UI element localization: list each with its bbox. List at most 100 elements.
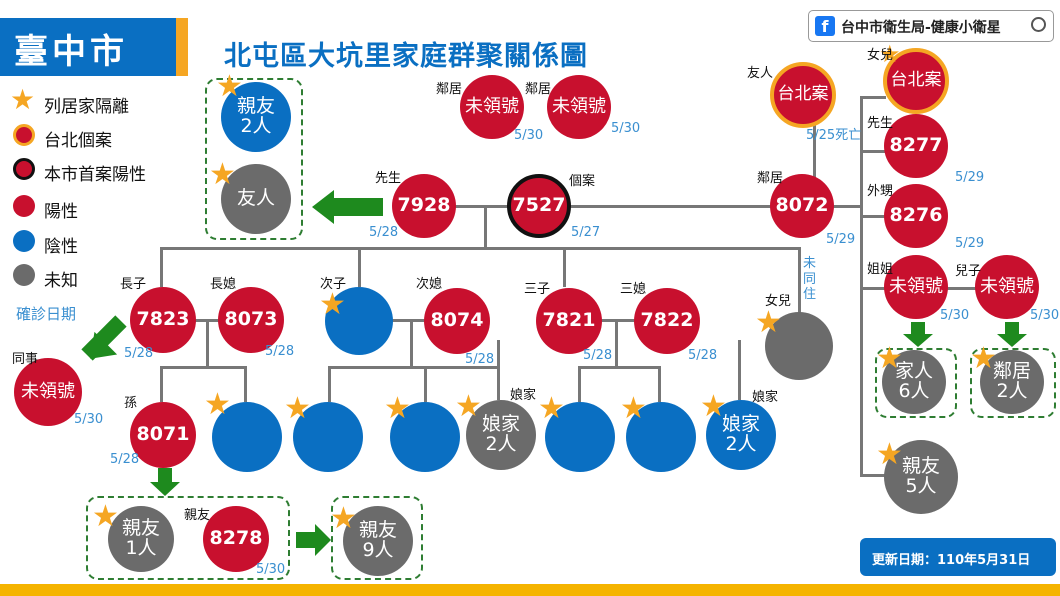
node-text: 親友 — [236, 95, 275, 118]
bottom-bar — [0, 584, 1060, 596]
node-text: 8074 — [430, 309, 484, 332]
node-unnumbered: 未領號 — [975, 255, 1039, 319]
facebook-icon: f — [815, 16, 835, 36]
node-unnumbered: 未領號 — [460, 75, 524, 139]
facebook-badge[interactable]: f 台中市衛生局-健康小衛星 — [808, 10, 1054, 42]
star-icon: ★ — [876, 437, 903, 472]
connector — [798, 247, 801, 313]
label: 姐姐 — [867, 262, 894, 277]
label: 娘家 — [752, 390, 779, 405]
label: 個案 — [569, 174, 596, 189]
node-text: 親友 — [358, 519, 397, 542]
group-friends-7928 — [205, 78, 303, 240]
star-icon: ★ — [970, 341, 997, 376]
connector — [186, 319, 221, 322]
node-text: 1人 — [125, 537, 157, 559]
node-text: 7527 — [512, 194, 566, 217]
star-icon: ★ — [319, 287, 346, 322]
group-friends-8071 — [86, 496, 290, 580]
star-icon: ★ — [216, 69, 243, 104]
date: 5/29 — [826, 232, 856, 247]
city-title: 臺中市 — [14, 32, 128, 72]
connector — [455, 205, 840, 208]
arrow-down-head — [150, 482, 180, 496]
date: 5/30 — [256, 562, 286, 577]
node-text: 7821 — [542, 309, 596, 332]
arrow-down-head — [997, 334, 1027, 347]
search-icon[interactable] — [1031, 17, 1046, 32]
date: 5/27 — [571, 225, 601, 240]
legend-label: 本市首案陽性 — [44, 165, 146, 185]
connector — [860, 150, 886, 153]
connector — [160, 366, 163, 402]
connector — [424, 366, 427, 402]
connector — [860, 96, 863, 476]
node-text: 8071 — [136, 423, 190, 446]
date: 5/28 — [110, 452, 140, 467]
node-grandchild — [293, 402, 363, 472]
node-maternal2: 娘家 2人 — [466, 400, 536, 470]
star-icon: ★ — [284, 391, 311, 426]
label: 次媳 — [416, 277, 443, 292]
star-icon: ★ — [538, 391, 565, 426]
connector — [578, 366, 660, 369]
arrow-shaft — [333, 198, 383, 216]
node-8071: 8071 — [130, 402, 196, 468]
node-unnumbered: 未領號 — [547, 75, 611, 139]
date: 5/30 — [74, 412, 104, 427]
arrow-right-icon — [296, 532, 316, 548]
node-grandchild — [390, 402, 460, 472]
node-text: 8073 — [224, 308, 278, 331]
date: 5/28 — [369, 225, 399, 240]
legend-label: 未知 — [44, 271, 78, 291]
node-friends1: 親友 1人 — [108, 506, 174, 572]
label: 孫 — [124, 396, 138, 411]
node-8276: 8276 — [884, 184, 948, 248]
node-text: 未領號 — [889, 275, 943, 297]
node-unnumbered: 未領號 — [884, 255, 948, 319]
node-text: 友人 — [236, 187, 275, 210]
node-text: 未領號 — [21, 380, 75, 402]
node-8278: 8278 — [203, 506, 269, 572]
node-friends5: 親友 5人 — [884, 440, 958, 514]
label: 鄰居 — [436, 82, 463, 97]
node-neighbor2: 鄰居 2人 — [980, 350, 1044, 414]
page-title: 北屯區大坑里家庭群聚關係圖 — [224, 41, 588, 72]
node-grandchild — [212, 402, 282, 472]
group-friends9 — [331, 496, 423, 580]
star-icon: ★ — [876, 341, 903, 376]
node-8072: 8072 — [770, 174, 834, 238]
arrow-down-head — [903, 334, 933, 347]
connector — [497, 340, 500, 400]
node-text: 家人 — [894, 360, 933, 383]
legend-label: 確診日期 — [16, 305, 77, 323]
date: 5/30 — [940, 308, 970, 323]
node-text: 親友 — [121, 517, 160, 540]
connector — [160, 247, 800, 250]
node-text: 台北案 — [777, 84, 829, 105]
star-icon: ★ — [700, 389, 727, 424]
arrow-left-icon — [312, 190, 334, 224]
node-text: 未領號 — [980, 275, 1034, 297]
arrow-down-icon — [911, 322, 925, 336]
label: 親友 — [184, 508, 211, 523]
node-grandchild — [545, 402, 615, 472]
date: 5/30 — [611, 121, 641, 136]
date: 5/29 — [955, 236, 985, 251]
node-7821: 7821 — [536, 288, 602, 354]
node-friends2: 親友 2人 — [221, 82, 291, 152]
node-8073: 8073 — [218, 287, 284, 353]
node-text: 8276 — [889, 204, 943, 227]
connector — [244, 366, 247, 402]
date: 5/29 — [955, 170, 985, 185]
node-maternal2-b: 娘家 2人 — [706, 400, 776, 470]
node-friend: 友人 — [221, 164, 291, 234]
connector — [563, 247, 566, 287]
label-not-living: 未同住 — [803, 256, 817, 303]
label: 三子 — [524, 282, 551, 297]
group-family6 — [875, 348, 957, 418]
star-icon: ★ — [755, 305, 782, 340]
label: 同事 — [12, 352, 39, 367]
source-name: 台中市衛生局-健康小衛星 — [841, 20, 1001, 36]
node-text: 親友 — [901, 455, 940, 478]
